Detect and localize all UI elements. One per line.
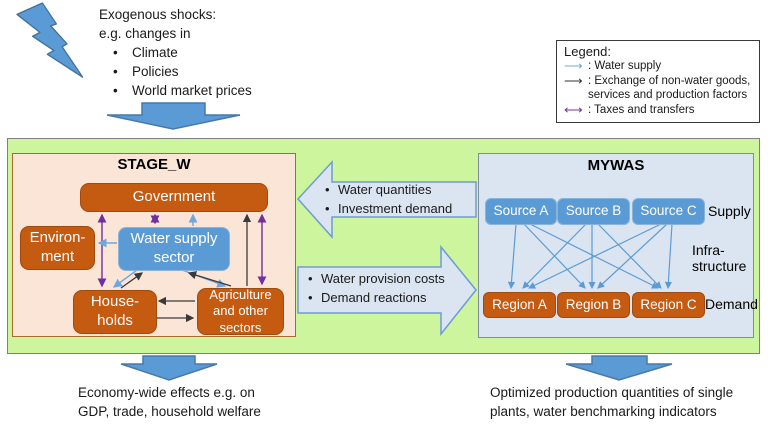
demand-label: Demand xyxy=(705,296,758,312)
flow-to-stage-text: Water quantities Investment demand xyxy=(325,181,452,218)
source-a-node: Source A xyxy=(485,198,557,225)
source-b-node: Source B xyxy=(557,198,630,225)
exchange-arrow-icon: ⟶ xyxy=(564,72,583,88)
exogenous-bullet: Climate xyxy=(99,43,299,62)
stage-w-title: STAGE_W xyxy=(117,156,191,173)
down-arrow-outcome-right xyxy=(565,355,673,381)
region-c-node: Region C xyxy=(632,292,705,318)
flow-bullet: Water provision costs xyxy=(308,270,445,289)
mywas-title: MYWAS xyxy=(587,157,645,174)
region-a-node: Region A xyxy=(483,292,556,318)
water-supply-sector-node: Water supply sector xyxy=(118,227,230,271)
legend-item-taxes: ⟷ : Taxes and transfers xyxy=(564,101,752,118)
outcome-left-text: Economy-wide effects e.g. on GDP, trade,… xyxy=(78,385,261,419)
region-b-node: Region B xyxy=(557,292,630,318)
legend-item-label: : Taxes and transfers xyxy=(588,103,695,116)
infrastructure-label: Infra- structure xyxy=(692,242,747,274)
flow-to-mywas-text: Water provision costs Demand reactions xyxy=(308,270,445,307)
exogenous-bullet: Policies xyxy=(99,62,299,81)
exogenous-shocks-text: Exogenous shocks: e.g. changes in Climat… xyxy=(99,5,299,100)
households-node: House- holds xyxy=(73,290,157,334)
exogenous-heading-line2: e.g. changes in xyxy=(99,26,191,41)
exogenous-bullet: World market prices xyxy=(99,81,299,100)
flow-bullet: Water quantities xyxy=(325,181,452,200)
water-supply-arrow-icon: ⟶ xyxy=(564,58,583,73)
down-arrow-outcome-left xyxy=(120,355,218,381)
outcome-right-text: Optimized production quantities of singl… xyxy=(490,385,734,419)
down-arrow-exogenous xyxy=(106,102,241,130)
flow-bullet: Investment demand xyxy=(325,200,452,219)
legend-item-water-supply: ⟶ : Water supply xyxy=(564,58,752,74)
source-c-node: Source C xyxy=(632,198,705,225)
government-node: Government xyxy=(80,183,268,212)
lightning-bolt-icon xyxy=(16,2,84,78)
legend-title: Legend: xyxy=(564,44,611,59)
legend-box: Legend: ⟶ : Water supply ⟶ : Exchange of… xyxy=(556,40,760,123)
taxes-transfers-arrow-icon: ⟷ xyxy=(564,101,583,117)
supply-label: Supply xyxy=(708,203,751,219)
agriculture-node: Agriculture and other sectors xyxy=(197,287,284,335)
environment-node: Environ- ment xyxy=(20,226,95,270)
legend-item-label: : Exchange of non-water goods, services … xyxy=(588,74,751,102)
exogenous-heading-line1: Exogenous shocks: xyxy=(99,7,217,22)
legend-item-label: : Water supply xyxy=(588,60,662,72)
flow-bullet: Demand reactions xyxy=(308,289,445,308)
legend-item-exchange: ⟶ : Exchange of non-water goods, service… xyxy=(564,72,752,103)
